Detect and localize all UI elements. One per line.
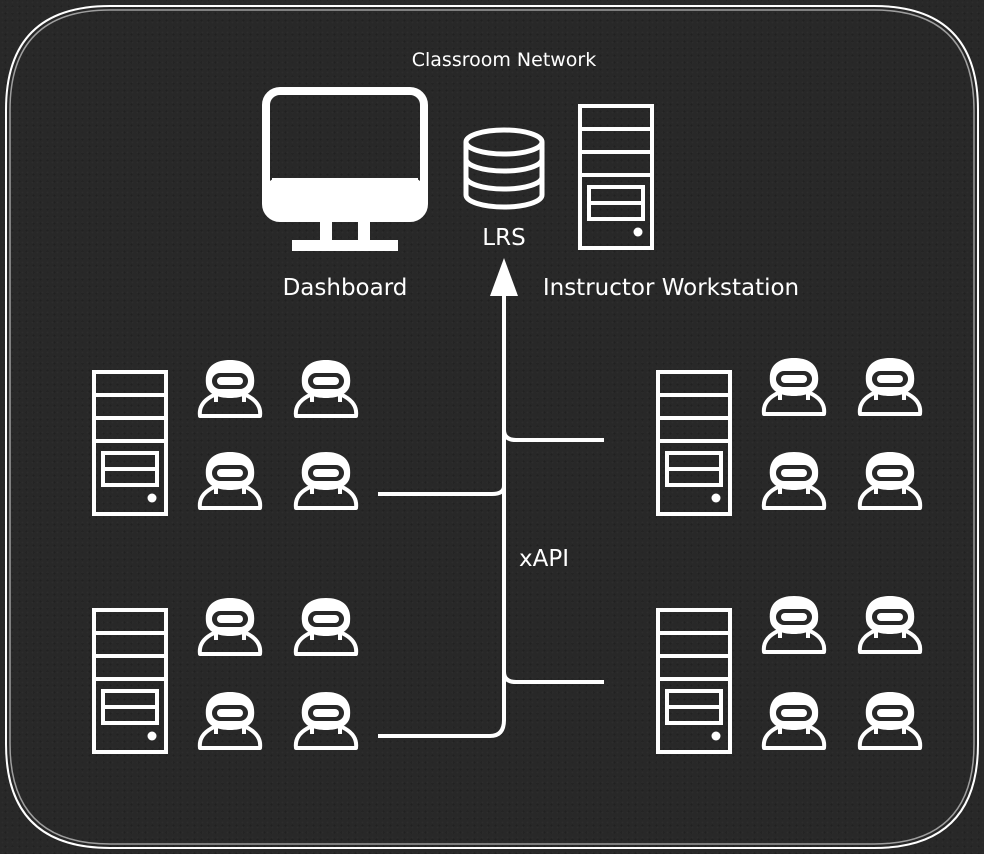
monitor-icon bbox=[262, 87, 428, 251]
vr-headset-user-icon bbox=[761, 690, 827, 750]
student-group-left-lower bbox=[92, 596, 359, 754]
arrow-head bbox=[490, 258, 518, 296]
vr-headset-user-icon bbox=[857, 450, 923, 510]
tower-pc-icon bbox=[92, 608, 168, 754]
vr-headset-user-icon bbox=[197, 450, 263, 510]
vr-headset-user-icon bbox=[293, 450, 359, 510]
lrs-label: LRS bbox=[482, 225, 525, 251]
vr-headset-user-icon bbox=[761, 594, 827, 654]
student-group-left-upper bbox=[92, 358, 359, 516]
tower-pc-icon bbox=[656, 608, 732, 754]
student-group-right-lower bbox=[656, 594, 923, 754]
vr-headset-user-icon bbox=[761, 450, 827, 510]
vr-headset-user-icon bbox=[197, 358, 263, 418]
vr-headset-user-icon bbox=[293, 690, 359, 750]
student-group-right-upper bbox=[656, 356, 923, 516]
vr-headset-user-icon bbox=[857, 594, 923, 654]
network-title: Classroom Network bbox=[412, 49, 597, 71]
vr-headset-user-icon bbox=[857, 356, 923, 416]
vr-headset-user-icon bbox=[197, 596, 263, 656]
vr-headset-user-icon bbox=[857, 690, 923, 750]
dashboard-label: Dashboard bbox=[283, 275, 408, 301]
tower-pc-icon bbox=[92, 370, 168, 516]
database-icon bbox=[463, 127, 545, 210]
xapi-label: xAPI bbox=[519, 546, 569, 572]
instructor-workstation-icon bbox=[578, 104, 654, 250]
vr-headset-user-icon bbox=[197, 690, 263, 750]
tower-pc-icon bbox=[656, 370, 732, 516]
network-boundary bbox=[5, 5, 979, 849]
vr-headset-user-icon bbox=[761, 356, 827, 416]
instructor-workstation-label: Instructor Workstation bbox=[543, 275, 799, 301]
vr-headset-user-icon bbox=[293, 358, 359, 418]
vr-headset-user-icon bbox=[293, 596, 359, 656]
xapi-connector bbox=[378, 294, 604, 738]
